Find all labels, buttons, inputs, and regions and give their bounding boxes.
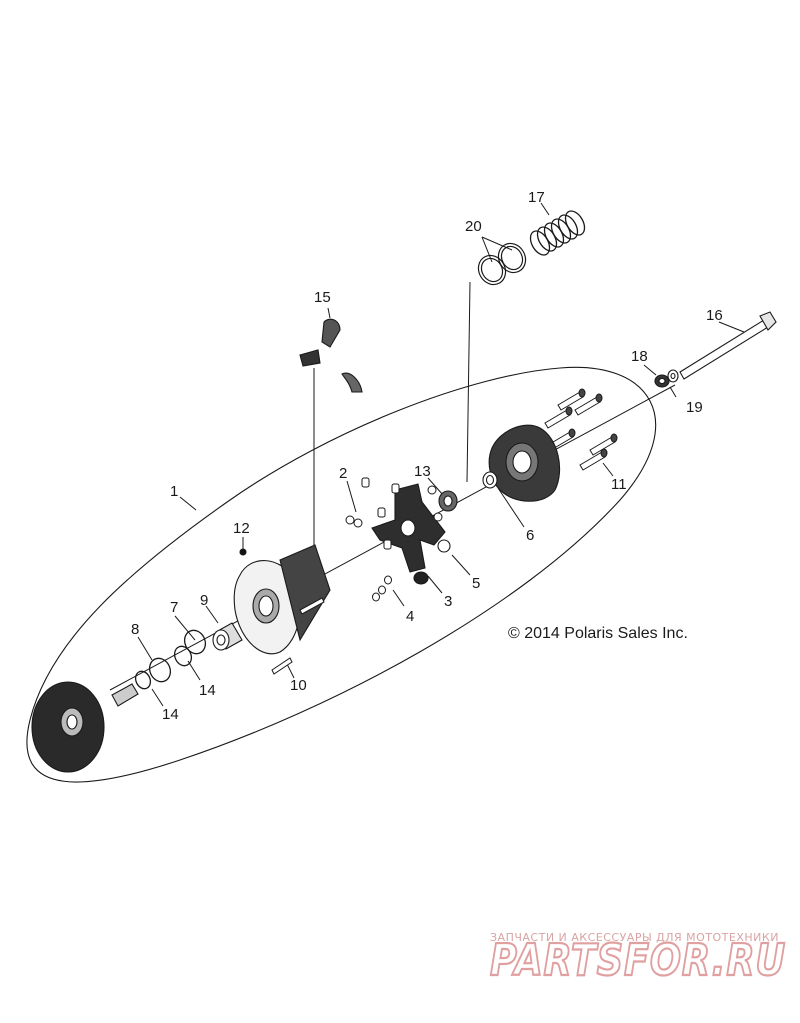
callout-18: 18 [631,348,648,365]
callout-17: 17 [528,189,545,206]
assembly-outline [26,366,657,783]
leader-lines [137,202,745,707]
callout-3: 3 [444,593,452,610]
watermark-logo: PARTSFOR.RU [490,935,786,986]
fixed-sheave [31,681,139,773]
callout-16: 16 [706,307,723,324]
callout-5: 5 [472,575,480,592]
part-12-sheave [233,544,331,655]
part-9-bushing [212,622,243,651]
callout-11: 11 [611,476,627,493]
callout-4: 4 [406,608,414,625]
callout-8: 8 [131,621,139,638]
callout-2: 2 [339,465,347,482]
callout-14b: 14 [162,706,179,723]
callout-labels: 1 2 3 4 5 6 7 8 9 10 11 12 13 14 14 15 1… [131,189,723,723]
copyright-text: © 2014 Polaris Sales Inc. [508,625,688,642]
callout-7: 7 [170,599,178,616]
callout-12: 12 [233,520,250,537]
part-3-spider [371,483,451,585]
part-20-orings [477,242,527,286]
callout-9: 9 [200,592,208,609]
part-16-bolt [679,311,777,380]
part-17-spring [529,210,586,256]
part-4-rollers [372,575,392,602]
callout-1: 1 [170,483,178,500]
part-15-weights [299,318,363,393]
part-19-washer [667,369,679,383]
callout-13: 13 [414,463,431,480]
watermark-tagline: ЗАПЧАСТИ И АКСЕССУАРЫ ДЛЯ МОТОТЕХНИКИ [490,931,779,944]
part-13-bushing [438,490,458,512]
callout-20: 20 [465,218,482,235]
callout-15: 15 [314,289,331,306]
callout-19: 19 [686,399,703,416]
callout-10: 10 [290,677,307,694]
part-10-pins [271,597,325,675]
part-2-pins [345,477,443,550]
part-7-8-14-rings [134,629,207,690]
watermark: ЗАПЧАСТИ И АКСЕССУАРЫ ДЛЯ МОТОТЕХНИКИ PA… [489,931,786,987]
part-18-nut [654,374,670,388]
part-6-cover [482,424,561,502]
callout-6: 6 [526,527,534,544]
callout-14a: 14 [199,682,216,699]
